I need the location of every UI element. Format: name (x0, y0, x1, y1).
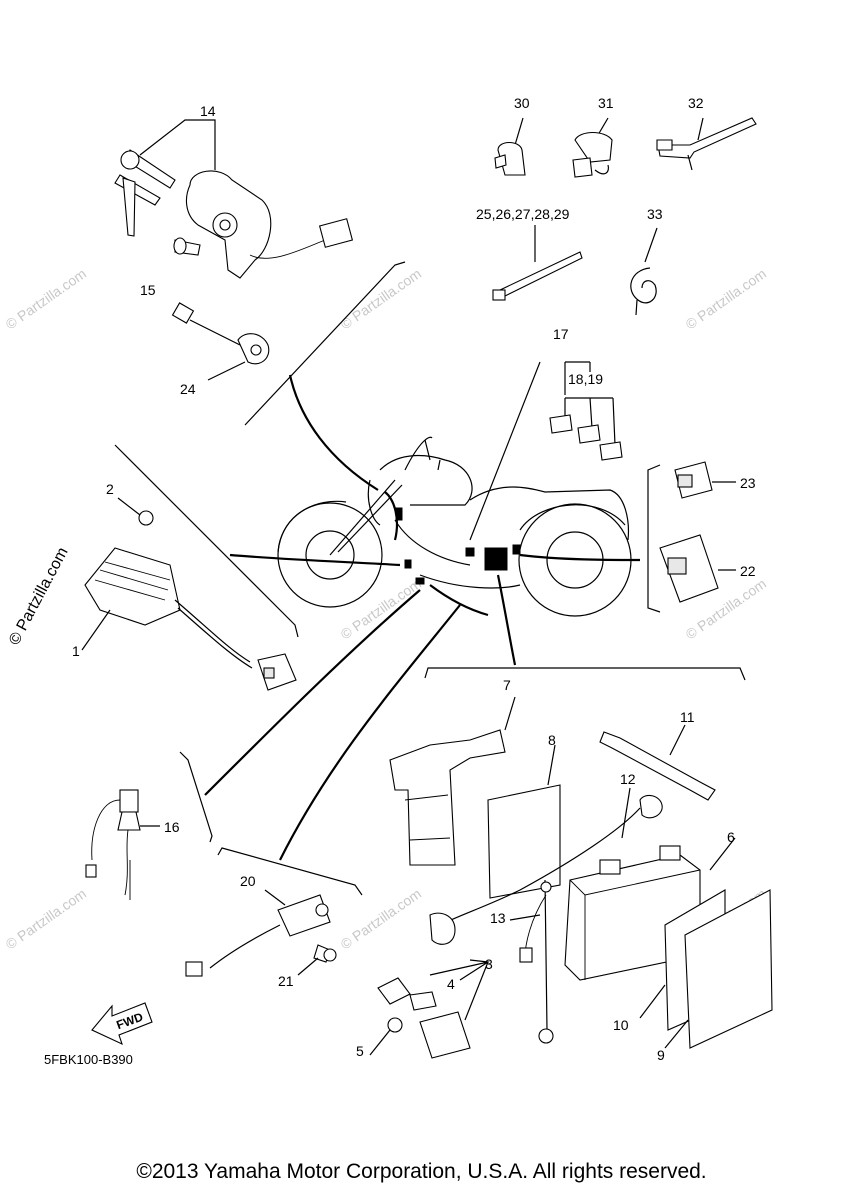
callout-3: 3 (485, 956, 493, 972)
callout-15: 15 (140, 282, 156, 298)
rectifier-part (81, 497, 297, 691)
callout-7: 7 (503, 677, 511, 693)
callout-17: 17 (553, 326, 569, 342)
watermark-7: © Partzilla.com (338, 885, 424, 952)
callout-18-19: 18,19 (568, 371, 604, 387)
leader-lines (204, 361, 641, 861)
callout-21: 21 (278, 973, 294, 989)
switch-16 (85, 789, 160, 900)
part-24 (171, 302, 270, 381)
callout-20: 20 (240, 873, 256, 889)
starter-relay-part (369, 959, 490, 1059)
callout-23: 23 (740, 475, 756, 491)
watermark-4: © Partzilla.com (338, 575, 424, 642)
clamps-bands (492, 117, 757, 316)
callout-9: 9 (657, 1047, 665, 1063)
diagram-code: 5FBK100-B390 (44, 1052, 133, 1067)
callout-13: 13 (490, 910, 506, 926)
main-switch-part (114, 119, 354, 279)
switch-20 (185, 889, 337, 977)
motorcycle-outline (277, 436, 632, 617)
callout-14: 14 (200, 103, 216, 119)
callout-5: 5 (356, 1043, 364, 1059)
callout-32: 32 (688, 95, 704, 111)
callout-16: 16 (164, 819, 180, 835)
callout-8: 8 (548, 732, 556, 748)
callout-4: 4 (447, 976, 455, 992)
callout-25-29: 25,26,27,28,29 (476, 206, 570, 222)
callout-6: 6 (727, 829, 735, 845)
callout-1: 1 (72, 643, 80, 659)
callout-10: 10 (613, 1017, 629, 1033)
fwd-arrow-icon (91, 1002, 153, 1046)
copyright-notice: ©2013 Yamaha Motor Corporation, U.S.A. A… (136, 1160, 707, 1183)
callout-12: 12 (620, 771, 636, 787)
fuse-part (549, 397, 623, 461)
callout-30: 30 (514, 95, 530, 111)
battery-area (389, 696, 773, 1049)
watermark-1: © Partzilla.com (3, 265, 89, 332)
callout-2: 2 (106, 481, 114, 497)
callout-31: 31 (598, 95, 614, 111)
watermark-3: © Partzilla.com (683, 265, 769, 332)
callout-22: 22 (740, 563, 756, 579)
group-brackets (114, 261, 746, 896)
callout-24: 24 (180, 381, 196, 397)
watermark-2: © Partzilla.com (338, 265, 424, 332)
watermark-6: © Partzilla.com (3, 885, 89, 952)
callout-33: 33 (647, 206, 663, 222)
callout-11: 11 (680, 709, 695, 725)
relay-parts (659, 461, 736, 603)
